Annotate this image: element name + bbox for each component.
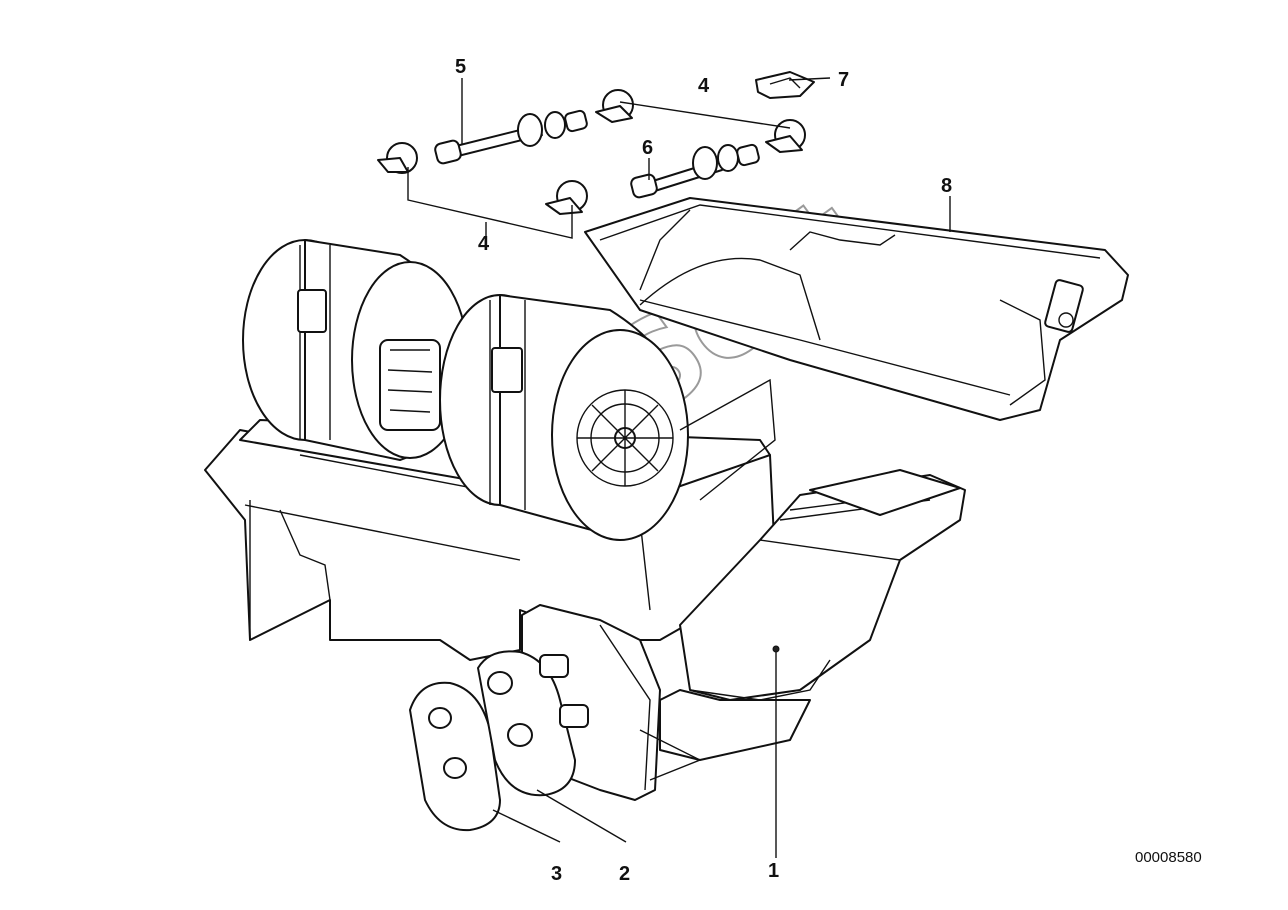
callout-4-top: 4 (698, 75, 710, 97)
callout-3: 3 (551, 863, 562, 885)
part-3-plate (409, 681, 501, 832)
part-5-shaft (434, 109, 588, 165)
blower-fan-left (242, 239, 469, 461)
leader-lines (407, 77, 951, 858)
callout-4-left: 4 (478, 233, 490, 255)
part-4-knobs (377, 89, 806, 215)
callout-6: 6 (642, 137, 653, 159)
callout-1: 1 (768, 860, 779, 882)
callout-2: 2 (619, 863, 630, 885)
callout-labels: 5 4 7 6 8 4 1 2 3 (455, 56, 952, 885)
callout-5: 5 (455, 56, 466, 78)
callout-7: 7 (838, 69, 849, 91)
drawing-number: 00008580 (1135, 849, 1202, 866)
callout-8: 8 (941, 175, 952, 197)
part-2-plate (477, 650, 589, 797)
blower-fan-right (439, 294, 776, 541)
part-6-shaft (630, 143, 760, 199)
part-7-clip (755, 71, 815, 99)
part-8-air-duct (584, 197, 1129, 421)
